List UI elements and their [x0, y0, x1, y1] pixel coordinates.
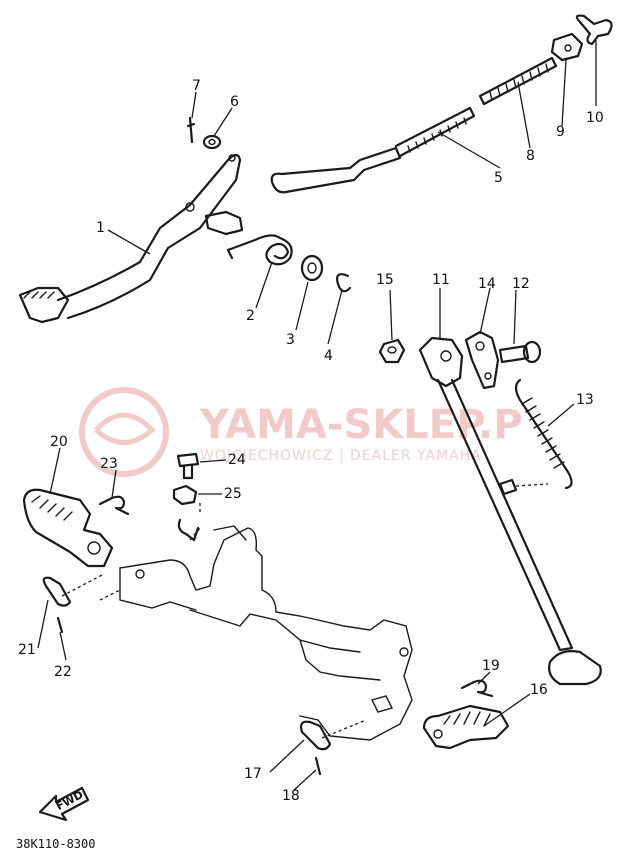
rod-spring	[478, 56, 558, 106]
passenger-footrest	[422, 704, 510, 750]
frame-outline	[99, 500, 413, 741]
callout-7: 7	[192, 78, 201, 94]
return-spring	[226, 234, 293, 266]
watermark-subtitle: WOJCIECHOWICZ | DEALER YAMAHA	[200, 448, 482, 464]
callout-18: 18	[282, 788, 300, 804]
callout-24: 24	[228, 452, 246, 468]
callout-3: 3	[286, 332, 295, 348]
callout-9: 9	[556, 124, 565, 140]
washer-6-and-pin-7	[186, 116, 222, 150]
callout-17: 17	[244, 766, 262, 782]
brake-pedal	[18, 153, 244, 324]
callout-4: 4	[324, 348, 333, 364]
leader-lines	[37, 40, 597, 791]
callout-8: 8	[526, 148, 535, 164]
bolt-24-nut-25-clamp	[172, 452, 200, 542]
callout-19: 19	[482, 658, 500, 674]
callout-25: 25	[224, 486, 242, 502]
diagram-code: 38K110-8300	[16, 837, 95, 851]
callout-2: 2	[246, 308, 255, 324]
callout-13: 13	[576, 392, 594, 408]
side-stand	[418, 336, 602, 686]
callout-20: 20	[50, 434, 68, 450]
callout-12: 12	[512, 276, 530, 292]
stand-spring	[498, 378, 573, 496]
callout-14: 14	[478, 276, 496, 292]
callout-1: 1	[96, 220, 105, 236]
callout-21: 21	[18, 642, 36, 658]
callout-15: 15	[376, 272, 394, 288]
callout-23: 23	[100, 456, 118, 472]
washer-3-and-clip-4	[300, 254, 352, 293]
callout-5: 5	[494, 170, 503, 186]
rider-footrest	[22, 488, 114, 568]
watermark-logo-icon	[79, 387, 169, 477]
brake-rod	[270, 106, 476, 194]
fwd-arrow-icon: FWD	[38, 786, 90, 822]
callout-11: 11	[432, 272, 450, 288]
callout-16: 16	[530, 682, 548, 698]
callout-6: 6	[230, 94, 239, 110]
watermark: YAMA-SKLEP.P WOJCIECHOWICZ | DEALER YAMA…	[79, 387, 523, 477]
watermark-title: YAMA-SKLEP.P	[199, 402, 523, 448]
bracket-14-and-bolt-12	[464, 330, 542, 390]
callout-22: 22	[54, 664, 72, 680]
spring-19-pin-17-cotter-18	[299, 679, 494, 776]
watermark-logo-inner-icon	[94, 412, 156, 445]
spring-23-pin-21-cotter-22	[42, 495, 130, 634]
joint-9-and-wing-nut-10	[550, 14, 613, 62]
callout-10: 10	[586, 110, 604, 126]
nut-15	[378, 338, 406, 364]
callout-numbers: 1 2 3 4 5 6 7 8 9 10 11 12 13 14 15 16 1…	[18, 78, 604, 804]
